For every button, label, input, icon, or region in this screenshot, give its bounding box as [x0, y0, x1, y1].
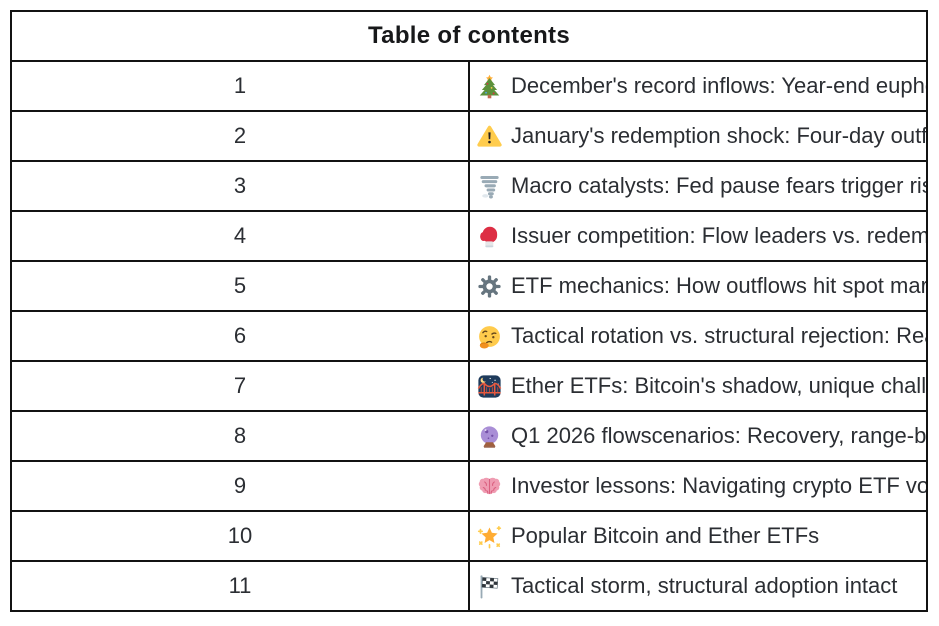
toc-row: 3 Macro catalysts: Fed pause fears trigg… — [10, 160, 928, 212]
row-number: 5 — [10, 260, 470, 312]
toc-entry-title: Investor lessons: Navigating crypto ETF … — [511, 473, 927, 498]
toc-row: 2 January's redemption shock: Four-day o… — [10, 110, 928, 162]
page-title: Table of contents — [10, 10, 928, 62]
toc-entry-title: Macro catalysts: Fed pause fears trigger… — [511, 173, 925, 198]
toc-row: 10 Popular Bitcoin and Ether ETFs — [10, 510, 928, 562]
toc-entry-title: Tactical rotation vs. structural rejecti… — [511, 323, 925, 348]
row-number: 1 — [10, 60, 470, 112]
row-number: 3 — [10, 160, 470, 212]
bridge-at-night-icon — [477, 374, 502, 399]
toc-entry-title: Tactical storm, structural adoption inta… — [511, 573, 898, 598]
row-number: 8 — [10, 410, 470, 462]
row-number: 7 — [10, 360, 470, 412]
row-number: 4 — [10, 210, 470, 262]
toc-row: 11 Tactical storm, structural adoption i… — [10, 560, 928, 612]
toc-entry-title: Issuer competition: Flow leaders vs. red… — [511, 223, 927, 248]
row-number: 2 — [10, 110, 470, 162]
toc-entry-title: Popular Bitcoin and Ether ETFs — [511, 523, 820, 548]
toc-row: 6 Tactical rotation vs. structural rejec… — [10, 310, 928, 362]
toc-row: 9 Investor lessons: Navigating crypto ET… — [10, 460, 928, 512]
tornado-icon — [477, 174, 502, 199]
boxing-glove-icon — [477, 224, 502, 249]
toc-row: 4 Issuer competition: Flow leaders vs. r… — [10, 210, 928, 262]
chequered-flag-icon — [477, 574, 502, 599]
toc-entry-title: Ether ETFs: Bitcoin's shadow, unique cha… — [511, 373, 927, 398]
brain-icon — [477, 474, 502, 499]
toc-row: 8 Q1 2026 flowscenarios: Recovery, range… — [10, 410, 928, 462]
crystal-ball-icon — [477, 424, 502, 449]
toc-row: 1 December's record inflows: Year-end eu… — [10, 60, 928, 112]
glowing-star-icon — [477, 524, 502, 549]
toc-row: 5 ETF mechanics: How outflows hit spot m… — [10, 260, 928, 312]
toc-entry-title: December's record inflows: Year-end euph… — [511, 73, 925, 98]
row-number: 11 — [10, 560, 470, 612]
toc-entry-title: ETF mechanics: How outflows hit spot mar… — [511, 273, 927, 298]
table-of-contents: Table of contents 1 December's record in… — [10, 10, 928, 612]
gear-icon — [477, 274, 502, 299]
row-number: 10 — [10, 510, 470, 562]
christmas-tree-icon — [477, 74, 502, 99]
toc-entry-title: Q1 2026 flowscenarios: Recovery, range-b… — [511, 423, 927, 448]
warning-icon — [477, 124, 502, 149]
header-row: Table of contents — [10, 10, 928, 62]
toc-row: 7 Ether ETFs: Bitcoin's shadow, unique c… — [10, 360, 928, 412]
row-number: 9 — [10, 460, 470, 512]
toc-entry-title: January's redemption shock: Four-day out… — [511, 123, 927, 148]
thinking-face-icon — [477, 324, 502, 349]
row-number: 6 — [10, 310, 470, 362]
